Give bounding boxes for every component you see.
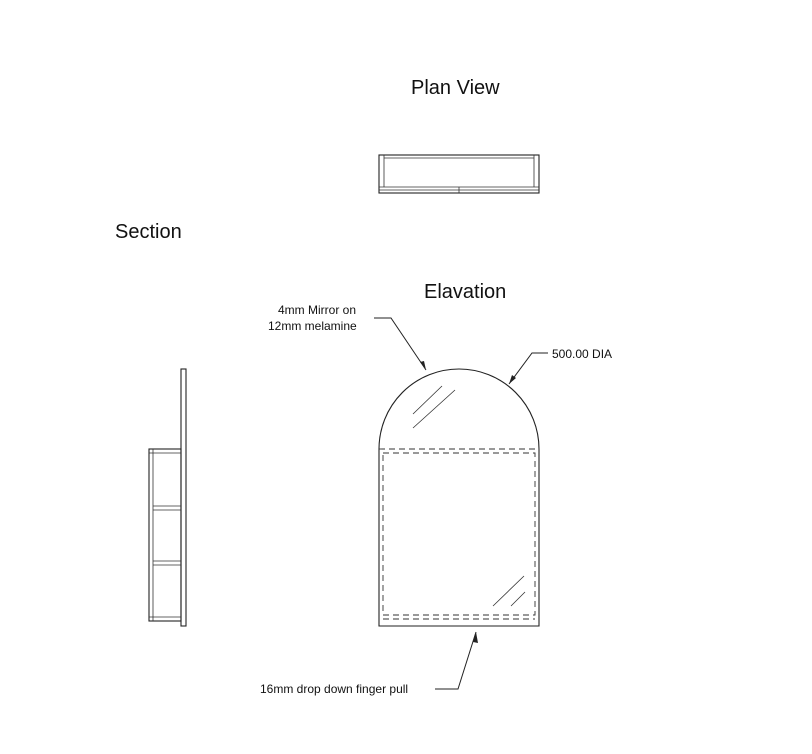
section-title: Section <box>115 221 182 243</box>
plan-view-drawing <box>378 154 540 194</box>
mirror-note-line-1: 4mm Mirror on <box>278 303 356 317</box>
section-view-drawing <box>148 368 187 627</box>
mirror-glare-lines <box>412 385 526 607</box>
finger-pull-annotation: 16mm drop down finger pull <box>260 631 478 696</box>
plan-view-title: Plan View <box>411 77 500 99</box>
diameter-annotation: 500.00 DIA <box>508 347 612 385</box>
elevation-title: Elavation <box>424 281 506 303</box>
elevation-view-drawing <box>378 368 540 627</box>
diameter-note: 500.00 DIA <box>552 347 612 361</box>
mirror-note-line-2: 12mm melamine <box>268 319 357 333</box>
mirror-annotation: 4mm Mirror on 12mm melamine <box>268 303 427 371</box>
finger-pull-note: 16mm drop down finger pull <box>260 682 408 696</box>
